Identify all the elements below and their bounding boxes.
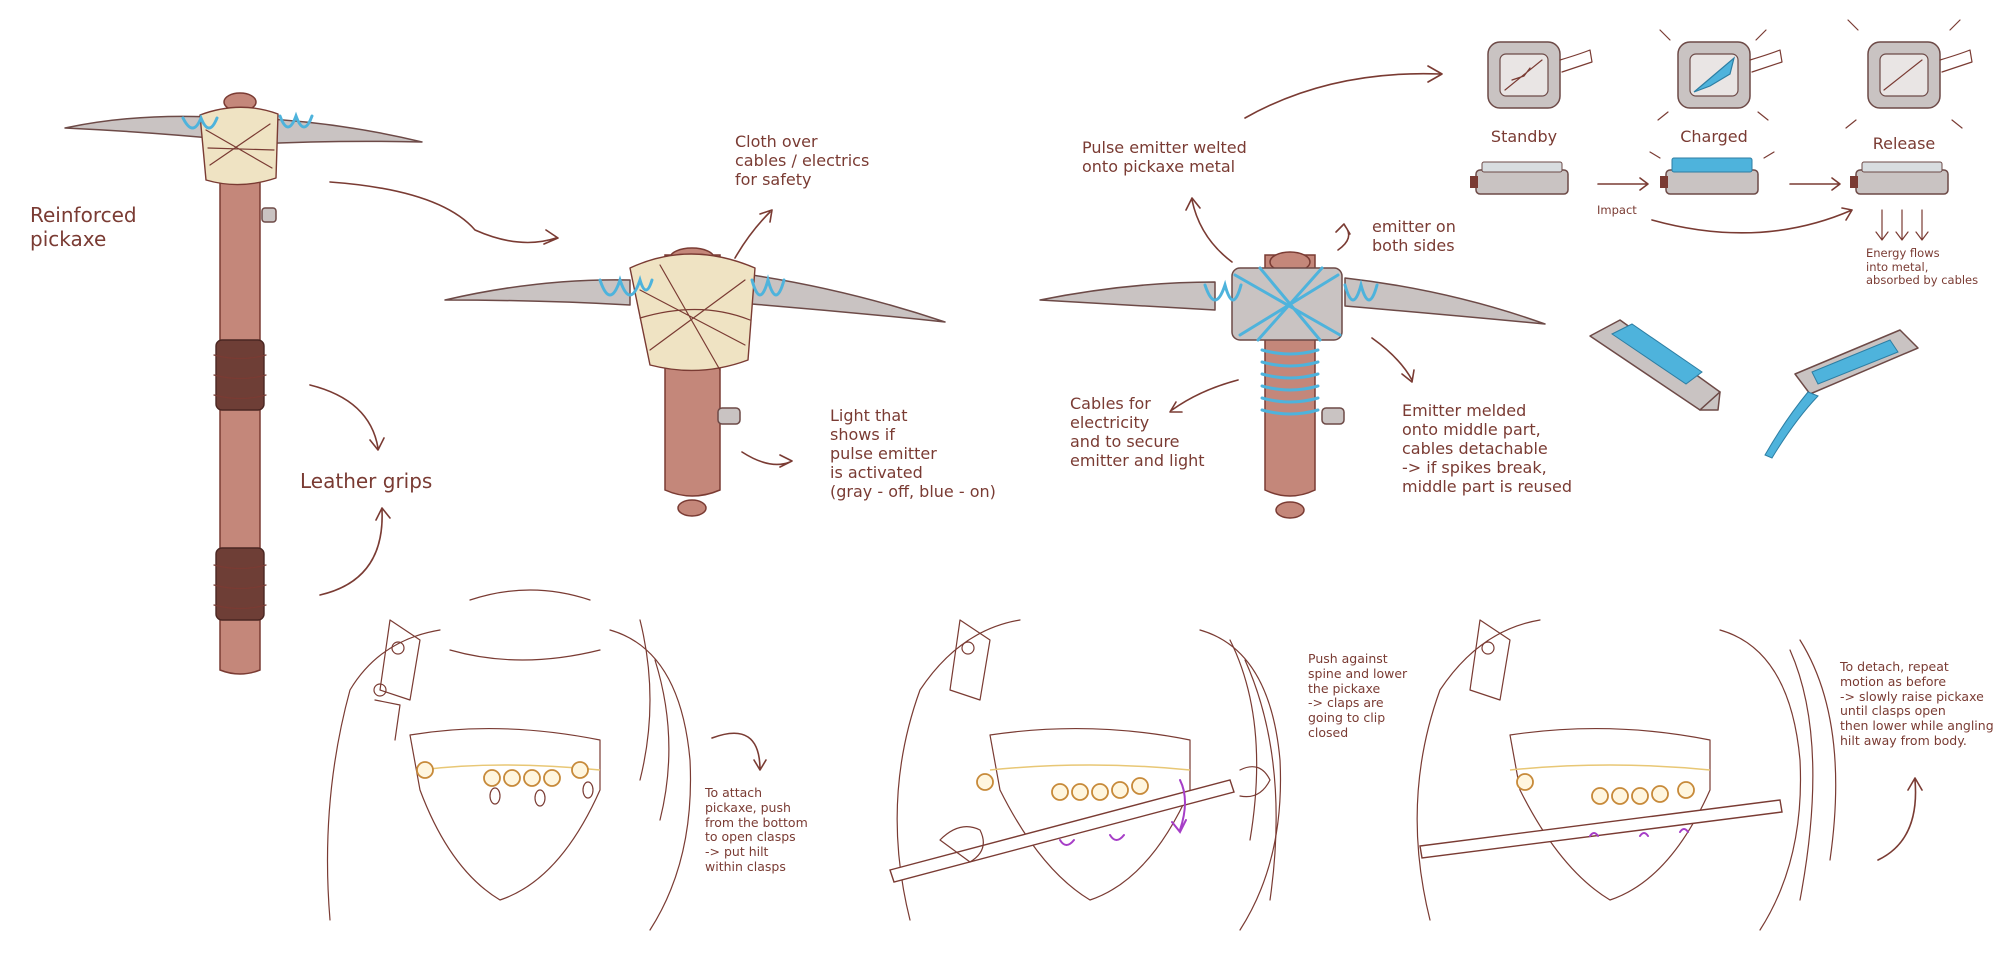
arrow-charged-to-release — [1789, 177, 1841, 191]
arrow-to-light-note — [741, 451, 793, 468]
arrow-to-leather-top — [309, 384, 385, 451]
arrow-to-pickaxe-2 — [329, 181, 559, 245]
state-charged-icon — [1649, 29, 1783, 195]
arrow-emitter-to-states — [1244, 65, 1443, 119]
reinforced-pickaxe-drawing — [64, 92, 423, 675]
note-light-shows: Light that shows if pulse emitter is act… — [830, 406, 996, 501]
note-to-detach: To detach, repeat motion as before -> sl… — [1840, 659, 1994, 748]
label-release: Release — [1872, 134, 1936, 153]
emitter-angled-right — [1764, 329, 1919, 459]
note-push-against: Push against spine and lower the pickaxe… — [1308, 651, 1408, 740]
arrow-detach-note — [1877, 777, 1923, 861]
note-cables-electricity: Cables for electricity and to secure emi… — [1070, 394, 1205, 470]
note-to-attach: To attach pickaxe, push from the bottom … — [705, 785, 808, 874]
label-charged: Charged — [1680, 127, 1748, 146]
state-release-icon — [1845, 19, 1973, 241]
belt-sketch-push — [889, 619, 1282, 931]
arrow-both-sides — [1335, 223, 1351, 251]
note-impact: Impact — [1597, 203, 1637, 217]
belt-sketch-attach — [326, 589, 692, 931]
cloth-pickaxe-drawing — [444, 247, 946, 517]
arrow-to-melded-note — [1371, 337, 1415, 383]
emitter-angled-left — [1589, 319, 1721, 411]
note-energy-flows: Energy flows into metal, absorbed by cab… — [1866, 246, 1979, 288]
arrow-to-welted-note — [1185, 197, 1233, 263]
note-leather-grips: Leather grips — [300, 469, 433, 493]
note-reinforced-pickaxe: Reinforced pickaxe — [30, 203, 137, 251]
note-emitter-both-sides: emitter on both sides — [1372, 217, 1456, 255]
note-emitter-melded: Emitter melded onto middle part, cables … — [1402, 401, 1573, 496]
belt-sketch-detach — [1416, 619, 1837, 931]
state-standby-icon — [1470, 41, 1593, 195]
arrow-to-cables-note — [1169, 379, 1239, 413]
arrow-to-cloth-note — [734, 209, 773, 259]
note-cloth-over-cables: Cloth over cables / electrics for safety — [735, 132, 870, 189]
arrow-to-leather-bottom — [319, 507, 391, 596]
emitter-pickaxe-drawing — [1039, 251, 1546, 519]
note-pulse-emitter-welted: Pulse emitter welted onto pickaxe metal — [1082, 138, 1247, 176]
arrow-attach-note — [711, 732, 767, 771]
label-standby: Standby — [1490, 127, 1558, 146]
arrow-standby-to-charged — [1597, 177, 1649, 191]
arrow-impact-loop — [1651, 207, 1853, 234]
